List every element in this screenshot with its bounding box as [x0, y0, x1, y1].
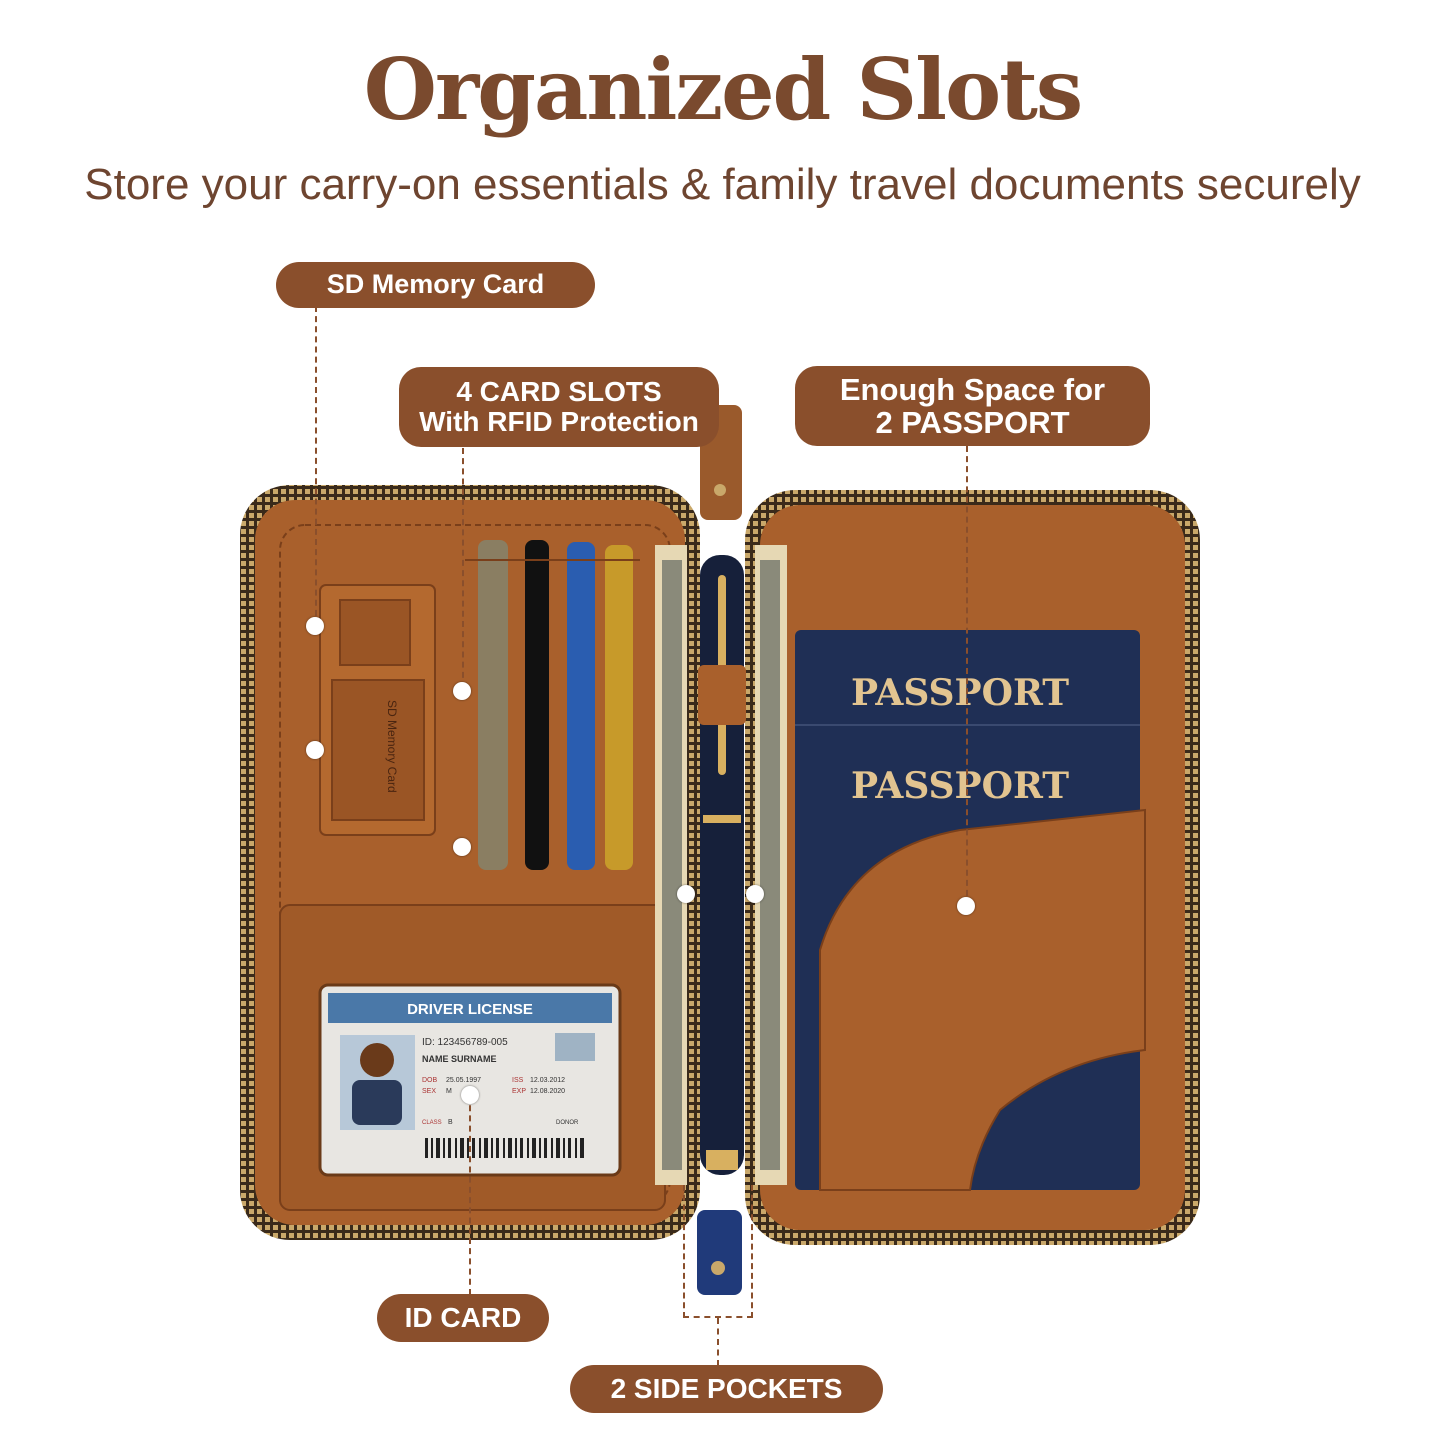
license-dob: 25.05.1997: [446, 1077, 481, 1084]
side-pockets-bracket: [683, 1185, 753, 1318]
passport-callout-line1: Enough Space for: [839, 371, 1106, 407]
license-sex: M: [446, 1088, 452, 1095]
license-iss-label: ISS: [512, 1077, 524, 1084]
side-pockets: [655, 545, 787, 1185]
zipper-pull-bottom: [697, 1210, 742, 1295]
passport-callout: Enough Space for 2 PASSPORT: [795, 366, 1150, 446]
license-heading: DRIVER LICENSE: [407, 1001, 533, 1018]
id-card-callout: ID CARD: [377, 1294, 549, 1342]
side-pockets-callout: 2 SIDE POCKETS: [570, 1365, 883, 1413]
id-card-callout-text: ID CARD: [404, 1301, 522, 1333]
sd-card-callout-line: [315, 306, 317, 626]
card-slot-dot-2: [453, 838, 471, 856]
license-sex-label: SEX: [422, 1088, 436, 1095]
passport-callout-line2: 2 PASSPORT: [875, 405, 1070, 440]
id-card: DRIVER LICENSE ID: 123456789-005 NAME SU…: [318, 983, 622, 1177]
page-subtitle: Store your carry-on essentials & family …: [84, 160, 1361, 209]
side-pockets-callout-line: [717, 1318, 719, 1366]
license-exp: 12.08.2020: [530, 1088, 565, 1095]
pen: [698, 555, 746, 1175]
card-slots-callout-line1: 4 CARD SLOTS: [456, 375, 662, 407]
passport-dot: [957, 897, 975, 915]
sd-card-pocket: SD Memory Card: [319, 584, 436, 836]
sd-slot-dot-1: [306, 617, 324, 635]
card-slots: [465, 540, 640, 870]
card-slots-callout-line: [462, 448, 464, 688]
page-title: Organized Slots: [363, 40, 1083, 139]
license-iss: 12.03.2012: [530, 1077, 565, 1084]
license-dob-label: DOB: [422, 1077, 438, 1084]
sd-pocket-label: SD Memory Card: [385, 700, 399, 793]
license-exp-label: EXP: [512, 1088, 526, 1095]
side-pocket-dot-right: [746, 885, 764, 903]
license-name: NAME SURNAME: [422, 1054, 497, 1064]
license-class: B: [448, 1119, 453, 1126]
side-pocket-dot-left: [677, 885, 695, 903]
sd-memory-card-callout: SD Memory Card: [276, 262, 595, 308]
passport-1-label: PASSPORT: [851, 672, 1069, 714]
card-slot-dot-1: [453, 682, 471, 700]
side-pockets-callout-text: 2 SIDE POCKETS: [610, 1372, 843, 1404]
card-slots-callout: 4 CARD SLOTS With RFID Protection: [399, 367, 719, 447]
id-card-dot: [461, 1086, 479, 1104]
sd-slot-dot-2: [306, 741, 324, 759]
passport-pocket: [819, 808, 1146, 1191]
license-class-label: CLASS: [422, 1120, 442, 1126]
license-donor: DONOR: [556, 1120, 579, 1126]
id-card-callout-line: [469, 1095, 471, 1295]
passport-2-label: PASSPORT: [851, 765, 1069, 807]
passport-callout-line: [966, 446, 968, 906]
license-id: ID: 123456789-005: [422, 1037, 508, 1048]
sd-memory-card-callout-text: SD Memory Card: [326, 269, 545, 300]
card-slots-callout-line2: With RFID Protection: [419, 406, 699, 437]
